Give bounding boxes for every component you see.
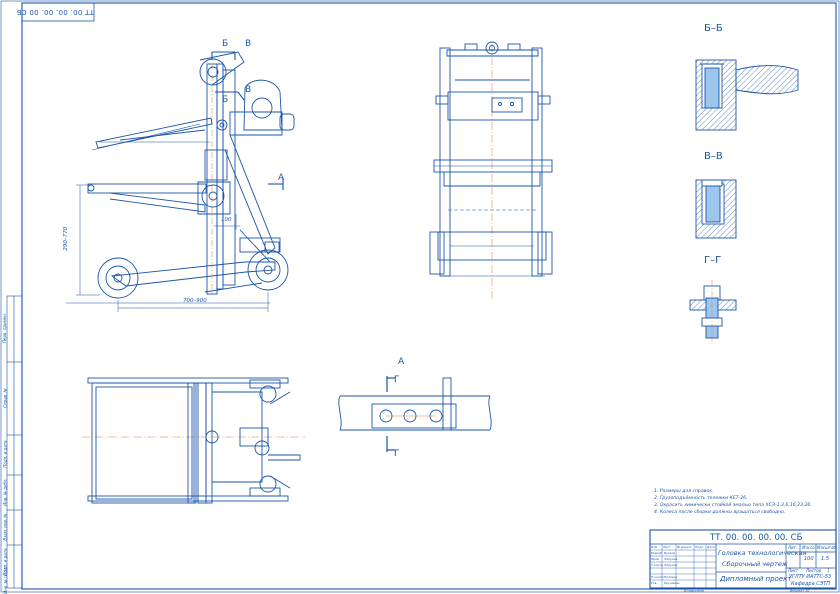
drawing-title-2: Сборочный чертеж [722, 560, 788, 568]
stamp-format: Формат А1 [790, 589, 810, 593]
marker-v-top: В [245, 39, 252, 49]
stamp-mass-label: Масса [802, 545, 815, 550]
stamp-sheet-label: Лист [788, 568, 799, 573]
top-view [82, 377, 305, 504]
note-4: 4. Колеса после сборки должны вращаться … [654, 510, 786, 515]
title-block [649, 529, 837, 589]
marker-b-low: Б [222, 95, 229, 105]
stamp-lit-label: Лит. [788, 545, 798, 550]
dim-width: 700–900 [183, 298, 207, 304]
stamp-scale: 1:5 [821, 556, 830, 562]
stamp-name-0: Бурсов [664, 551, 675, 555]
stamp-role-3: Н.контр. [651, 575, 665, 579]
stamp-scale-label: Масштаб [817, 545, 837, 550]
strip-label-0: Перв. примен. [2, 312, 8, 344]
stamp-sheets-label: Листов [806, 568, 821, 573]
stamp-name-4: Кручинин [664, 581, 680, 585]
section-v-v [695, 179, 737, 239]
note-2: 2. Грузоподъёмность тележки КЕТ-26. [654, 496, 748, 501]
view-a [338, 376, 492, 452]
strip-label-3: Инв. № дубл. [2, 478, 8, 506]
strip-label-6: Инв. № подл. [2, 566, 8, 594]
marker-g-top: Г [394, 375, 400, 385]
stamp-name-1: Ляпунов [664, 557, 678, 561]
strip-label-2: Подп. и дата [2, 440, 8, 468]
section-v-v-title: В–В [704, 151, 723, 162]
drawing-title-1: Головка технологическая [718, 549, 807, 557]
front-view [429, 41, 553, 300]
technical-notes: 1. Размеры для справок. 2. Грузоподъёмно… [654, 488, 812, 516]
stamp-mass: 100 [804, 556, 814, 562]
stamp-head-2: № докум. [677, 545, 692, 549]
stamp-role-1: Пров. [651, 557, 660, 561]
stamp-org-1: УГЛТУ ИАТТС-53 [789, 574, 832, 580]
stamp-sheets-value: 1 [827, 568, 830, 573]
view-a-title: А [398, 357, 405, 367]
side-strip [6, 295, 23, 589]
drawing-project: Дипломный проект [720, 575, 792, 583]
dim-height: 290–770 [63, 226, 70, 251]
stamp-role-4: Утв. [651, 581, 658, 585]
stamp-head-4: Дата [707, 545, 715, 549]
marker-v-low: В [245, 85, 252, 95]
stamp-org-2: Кафедра СЭТП [791, 581, 831, 587]
stamp-head-3: Подп. [695, 545, 705, 549]
dim-gap: 100 [221, 217, 232, 223]
stamp-name-3: Поляков [664, 575, 678, 579]
drawing-code-top: ТТ 00. 00. 00. 00 СБ [16, 8, 94, 16]
drawing-code-main: ТТ. 00. 00. 00. 00. СБ [710, 533, 803, 543]
strip-label-4: Взам. инв. № [2, 513, 8, 541]
stamp-name-2: Ляпунов [664, 563, 678, 567]
strip-label-1: Справ. № [2, 388, 8, 408]
section-b-b [695, 59, 799, 131]
stamp-copy: Копировал [684, 589, 704, 593]
section-b-b-title: Б–Б [704, 23, 723, 34]
side-dimensions [76, 51, 284, 312]
section-g-g [689, 280, 737, 344]
note-3: 3. Окрасить химически стойкой эмалью тип… [654, 503, 812, 508]
marker-a: А [278, 173, 285, 183]
side-view [66, 51, 295, 304]
stamp-role-0: Разраб. [651, 551, 663, 555]
note-1: 1. Размеры для справок. [654, 489, 714, 494]
stamp-role-2: Т.контр. [651, 563, 665, 567]
marker-g-bottom: Г [394, 449, 400, 459]
stamp-head-1: Лист [663, 545, 671, 549]
stamp-head-0: Изм [651, 545, 658, 549]
marker-b-top: Б [222, 39, 229, 49]
section-g-g-title: Г–Г [704, 255, 722, 266]
